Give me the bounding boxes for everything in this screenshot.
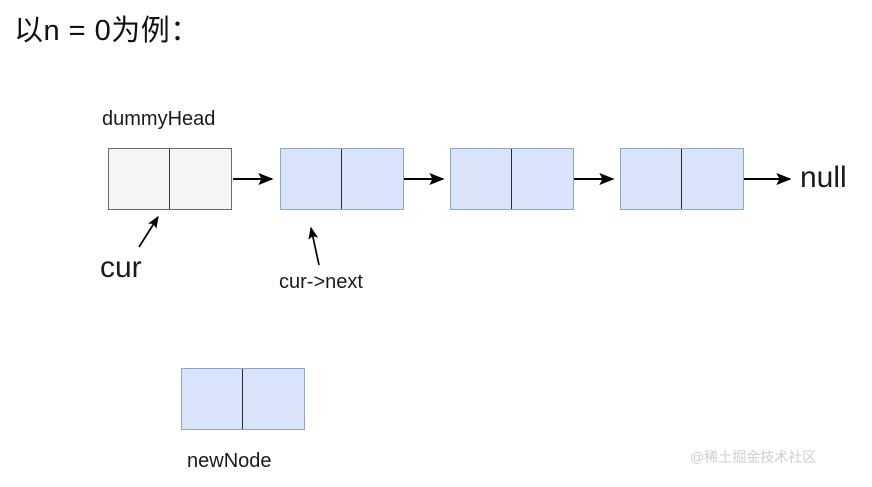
pointer-arrow-cur-next: [308, 226, 320, 266]
new-node-label: newNode: [187, 450, 272, 472]
pointer-arrow-cur: [138, 215, 159, 248]
list-node-dummy-head: [108, 148, 232, 210]
list-node-2: [450, 148, 574, 210]
list-node-3: [620, 148, 744, 210]
new-node-box: [181, 368, 305, 430]
node-next-cell: [243, 369, 304, 429]
node-next-cell: [342, 149, 403, 209]
cur-pointer-label: cur: [100, 251, 142, 284]
list-node-1: [280, 148, 404, 210]
node-value-cell: [109, 149, 170, 209]
node-next-cell: [512, 149, 573, 209]
node-value-cell: [451, 149, 512, 209]
null-label: null: [800, 161, 847, 194]
page-title: 以n = 0为例：: [14, 15, 200, 47]
node-value-cell: [621, 149, 682, 209]
node-value-cell: [281, 149, 342, 209]
node-value-cell: [182, 369, 243, 429]
node-next-cell: [170, 149, 231, 209]
watermark: @稀土掘金技术社区: [690, 449, 817, 465]
dummy-head-label: dummyHead: [102, 108, 216, 130]
cur-next-pointer-label: cur->next: [279, 271, 363, 293]
node-next-cell: [682, 149, 743, 209]
